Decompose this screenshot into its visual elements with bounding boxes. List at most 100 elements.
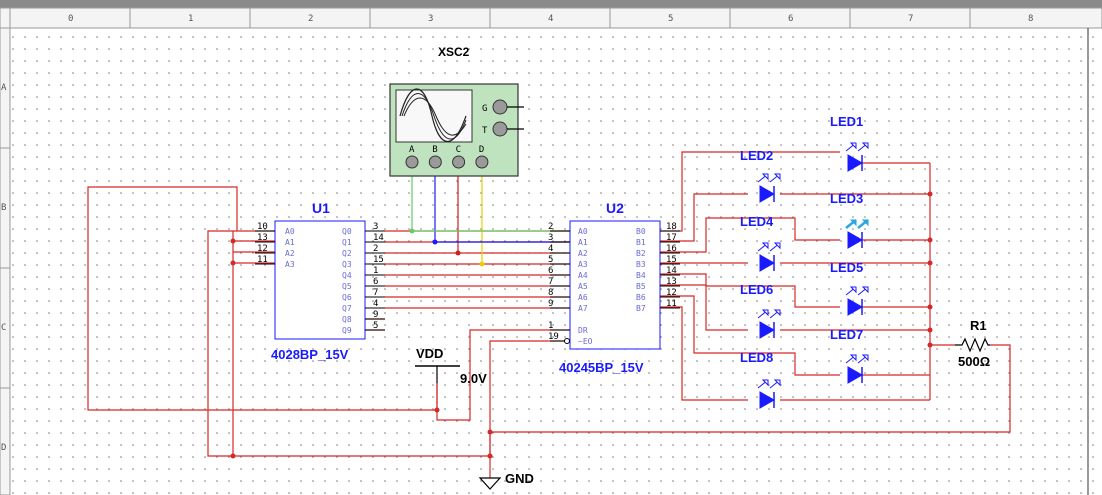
r1-value-label: 500Ω [958,354,990,369]
u2-input-pin-name: A1 [578,238,588,247]
u1-input-pin-number: 13 [257,233,268,243]
led-label: LED5 [830,260,863,275]
vdd-source[interactable]: VDD 9.0V [415,346,487,386]
u1-input-pin-number: 11 [257,255,268,265]
gnd-label: GND [505,471,534,486]
led-6[interactable]: LED6 [740,282,781,339]
u2-output-pin-number: 11 [666,299,677,309]
u1-output-pin-name: Q5 [342,282,352,291]
u1-output-pin-name: Q2 [342,249,352,258]
ruler-row-label: C [1,323,6,333]
led-label: LED7 [830,327,863,342]
ruler-row-label: D [1,443,6,453]
u2-input-pin-name: A0 [578,227,588,236]
scope-ref-label: XSC2 [438,45,470,59]
u1-output-pin-number: 1 [373,266,378,276]
led-1[interactable]: LED1 [830,114,869,172]
u1-part-label: 4028BP_15V [271,347,349,362]
ruler-row-label: A [1,83,7,93]
u2-input-pin-name: A3 [578,260,588,269]
u2-output-pin-name: B6 [636,293,646,302]
u1-input-pin-number: 10 [257,222,268,232]
vdd-name-label: VDD [416,346,443,361]
u2-ctrl-pin-number: 1 [548,321,553,331]
u1-input-pin-number: 12 [257,244,268,254]
u2-input-pin-name: A7 [578,304,588,313]
u2-ctrl-pin-name: DR [578,326,588,335]
ruler-col-label: 1 [188,14,193,24]
led-4[interactable]: LED4 [740,214,781,272]
u2-input-pin-number: 5 [548,255,553,265]
u1-output-pin-name: Q0 [342,227,352,236]
u2-input-pin-number: 6 [548,266,553,276]
grid-background [0,28,1102,495]
u2-input-pin-name: A4 [578,271,588,280]
u2-input-pin-number: 3 [548,233,553,243]
u2-input-pin-name: A6 [578,293,588,302]
u1-input-pin-name: A3 [285,260,295,269]
scope-channel-label: D [479,145,484,155]
led-3[interactable]: LED3 [830,191,869,249]
led-2[interactable]: LED2 [740,148,781,203]
scope-channel-terminal[interactable] [428,155,442,169]
led-label: LED8 [740,350,773,365]
led-label: LED2 [740,148,773,163]
u1-ref-label: U1 [312,200,330,216]
u1-output-pin-number: 9 [373,310,378,320]
scope-aux-label: G [482,104,487,114]
u2-input-pin-number: 9 [548,299,553,309]
ruler-col-label: 4 [548,14,553,24]
u1-output-pin-name: Q9 [342,326,352,335]
u2-output-pin-name: B4 [636,271,646,280]
resistor-r1[interactable]: R1 500Ω [955,318,990,369]
scope-channel-terminal[interactable] [475,155,489,169]
junctions [230,191,933,459]
left-ruler: A B C D [0,27,11,495]
led-5[interactable]: LED5 [830,260,869,316]
u2-output-pin-name: B5 [636,282,646,291]
u2-output-pin-name: B1 [636,238,646,247]
scope-aux-terminal[interactable] [492,99,508,115]
scope-channel-terminal[interactable] [405,155,419,169]
scope-channel-label: A [409,145,415,155]
led-label: LED1 [830,114,863,129]
u2-output-pin-name: B0 [636,227,646,236]
u2-input-pin-number: 2 [548,222,553,232]
u1-output-pin-name: Q8 [342,315,352,324]
ground-symbol[interactable]: GND [478,471,534,490]
u1-output-pin-name: Q3 [342,260,352,269]
u1-output-pin-name: Q1 [342,238,352,247]
u1-output-pin-number: 7 [373,288,378,298]
ruler-col-label: 3 [428,14,433,24]
led-8[interactable]: LED8 [740,350,781,409]
u1-output-pin-number: 3 [373,222,378,232]
u2-output-pin-number: 14 [666,266,677,276]
led-label: LED3 [830,191,863,206]
u2-output-pin-name: B2 [636,249,646,258]
ruler-col-label: 0 [68,14,73,24]
u1-output-pin-number: 14 [373,233,384,243]
scope-channel-label: C [456,145,461,155]
scope-aux-terminal[interactable] [492,121,508,137]
ruler-col-label: 5 [668,14,673,24]
u2-output-pin-number: 18 [666,222,677,232]
u2-input-pin-number: 8 [548,288,553,298]
u1-input-pin-name: A1 [285,238,295,247]
u2-output-pin-number: 17 [666,233,677,243]
u1-output-pin-number: 15 [373,255,384,265]
u1-output-pin-number: 5 [373,321,378,331]
led-7[interactable]: LED7 [830,327,869,384]
u1-output-pin-number: 4 [373,299,378,309]
vdd-value-label: 9.0V [460,371,487,386]
scope-channel-terminal[interactable] [452,155,466,169]
u2-output-pin-number: 12 [666,288,677,298]
ruler-row-label: B [1,203,6,213]
u2-ref-label: U2 [606,200,624,216]
ruler-col-label: 8 [1028,14,1033,24]
